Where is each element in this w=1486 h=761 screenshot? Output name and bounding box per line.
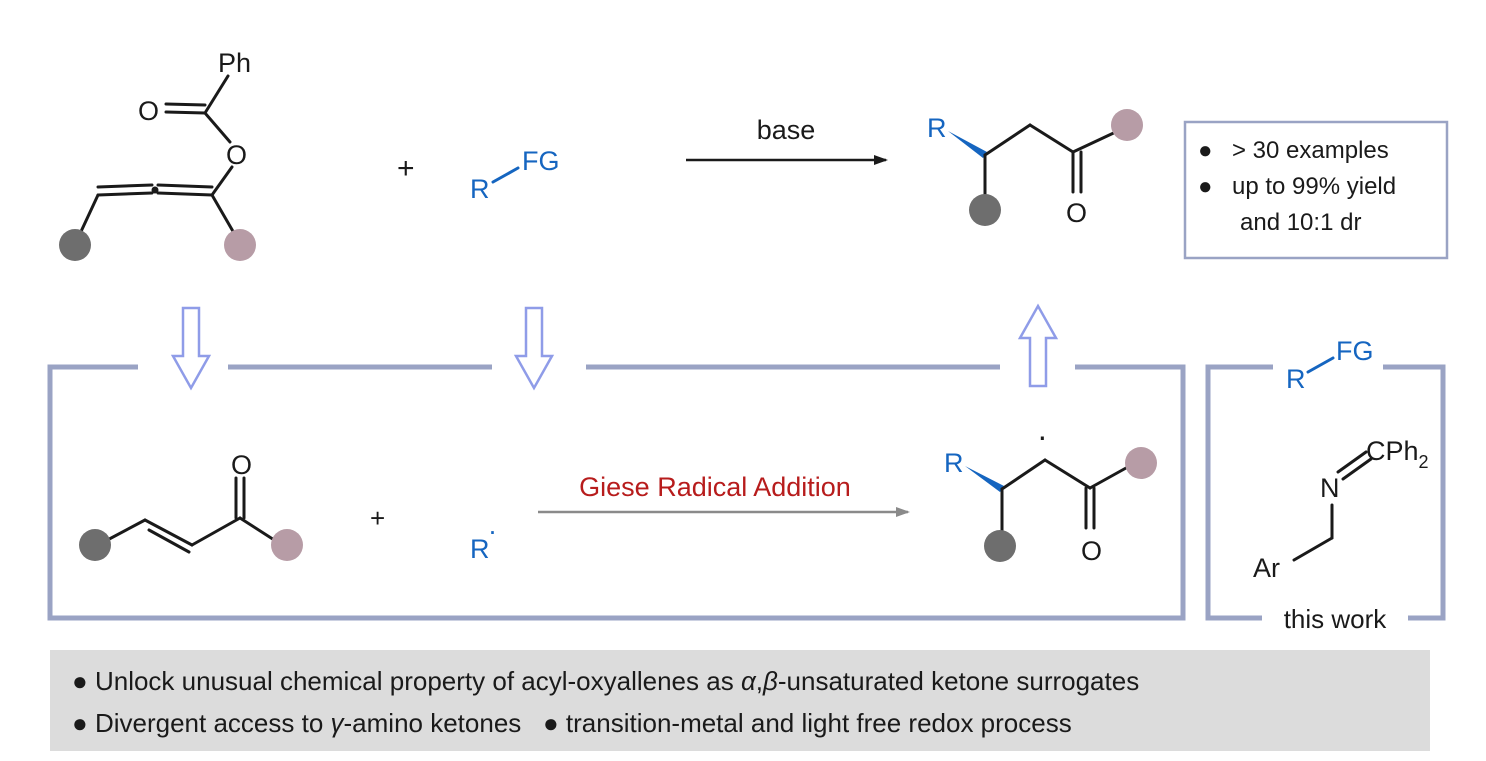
giese-label: Giese Radical Addition bbox=[579, 472, 851, 502]
phenyl-label: Ph bbox=[218, 48, 251, 78]
intermediate-radical-dot: · bbox=[1037, 418, 1048, 454]
results-line-examples: > 30 examples bbox=[1232, 137, 1389, 164]
summary-line-property: ● Unlock unusual chemical property of ac… bbox=[72, 666, 1140, 696]
intermediate-mauve-substituent bbox=[1125, 447, 1157, 479]
this-work-r-label: R bbox=[1286, 364, 1306, 394]
this-work-label: this work bbox=[1284, 604, 1388, 634]
summary-bullet: ● bbox=[542, 708, 559, 738]
product-oxygen-label: O bbox=[1066, 198, 1087, 228]
giese-arrow: Giese Radical Addition bbox=[538, 472, 910, 517]
enone-structure: O bbox=[79, 450, 303, 561]
summary-bullet: ● bbox=[72, 708, 88, 738]
intermediate-grey-substituent bbox=[984, 530, 1016, 562]
mechanism-frame bbox=[47, 364, 1186, 621]
ketone-product-structure: R O bbox=[927, 109, 1143, 228]
reaction-scheme: Ph O O + R FG base R O bbox=[47, 48, 1449, 634]
aryl-label: Ar bbox=[1253, 553, 1280, 583]
product-mauve-substituent bbox=[1111, 109, 1143, 141]
mechanism-plus-sign: + bbox=[370, 503, 385, 533]
acyl-oxyallene-structure: Ph O O bbox=[59, 48, 256, 261]
results-line-dr: and 10:1 dr bbox=[1240, 209, 1361, 236]
r-fg-reagent: R FG bbox=[470, 146, 560, 204]
cph2-label: CPh2 bbox=[1366, 436, 1429, 472]
intermediate-oxygen-label: O bbox=[1081, 536, 1102, 566]
this-work-frame bbox=[1205, 364, 1446, 621]
this-work-reagents: R FG N CPh2 Ar this work bbox=[1253, 336, 1429, 634]
base-arrow: base bbox=[686, 115, 888, 165]
carbonyl-oxygen-label: O bbox=[138, 96, 159, 126]
results-box: ● > 30 examples ● up to 99% yield and 10… bbox=[1183, 120, 1449, 260]
hollow-up-arrow-right bbox=[1017, 303, 1059, 388]
results-line-yield: up to 99% yield bbox=[1232, 173, 1396, 200]
imine-nitrogen-label: N bbox=[1320, 473, 1340, 503]
product-grey-substituent bbox=[969, 194, 1001, 226]
this-work-fg-label: FG bbox=[1336, 336, 1374, 366]
enone-grey-substituent bbox=[79, 529, 111, 561]
hollow-down-arrow-middle bbox=[513, 306, 555, 391]
radical-intermediate-structure: R · O bbox=[944, 418, 1157, 566]
product-r-label: R bbox=[927, 113, 947, 143]
summary-bullet: ● bbox=[72, 666, 88, 696]
mauve-substituent bbox=[224, 229, 256, 261]
hollow-down-arrow-left bbox=[170, 306, 212, 391]
enone-oxygen-label: O bbox=[231, 450, 252, 480]
base-label: base bbox=[757, 115, 816, 145]
summary-box: ● Unlock unusual chemical property of ac… bbox=[50, 650, 1430, 751]
radical-r-label: R bbox=[470, 534, 490, 564]
plus-sign: + bbox=[397, 152, 415, 185]
fg-label: FG bbox=[522, 146, 560, 176]
summary-line-access: ● Divergent access to γ-amino ketones ● … bbox=[72, 708, 1072, 738]
r-label: R bbox=[470, 174, 490, 204]
intermediate-r-label: R bbox=[944, 448, 964, 478]
radical-dot: · bbox=[488, 516, 497, 546]
enone-mauve-substituent bbox=[271, 529, 303, 561]
ester-oxygen-label: O bbox=[226, 140, 247, 170]
results-bullet-1: ● bbox=[1198, 137, 1213, 164]
results-bullet-2: ● bbox=[1198, 173, 1213, 200]
grey-substituent bbox=[59, 229, 91, 261]
